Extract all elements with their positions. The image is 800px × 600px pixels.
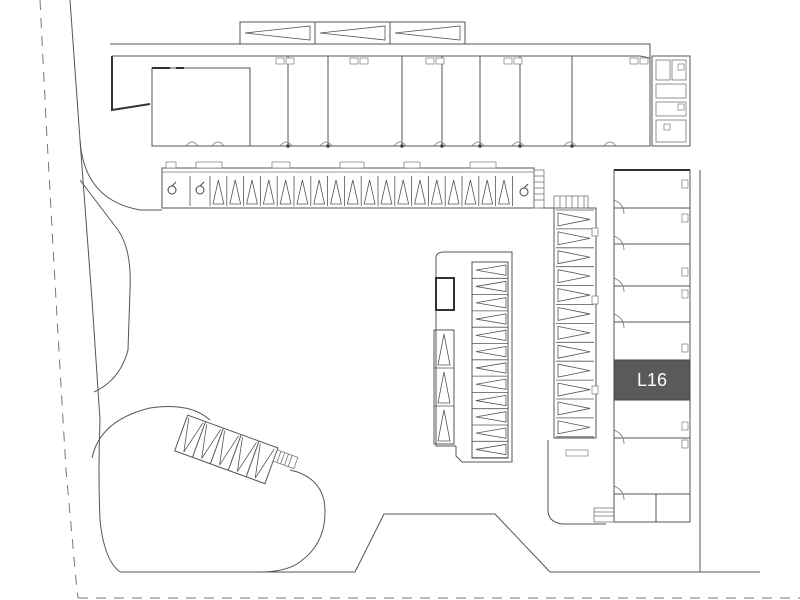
north-stairs	[533, 169, 545, 209]
parking-stall	[557, 269, 591, 284]
parking-stall	[279, 179, 292, 205]
parking-stall	[475, 346, 507, 358]
parking-stall	[437, 371, 451, 404]
parking-stall	[475, 297, 507, 309]
parking-stall	[380, 179, 393, 205]
parking-stall	[475, 280, 507, 293]
parking-stall	[437, 409, 451, 442]
parking-stall	[557, 212, 591, 227]
parking-stall	[557, 307, 591, 321]
parking-stall	[212, 179, 225, 205]
parking-stall	[313, 179, 326, 205]
east-building-units	[613, 169, 691, 523]
parking-stall	[475, 394, 507, 407]
parking-stall	[262, 179, 275, 205]
parking-stall	[464, 179, 477, 205]
parking-stall	[481, 179, 494, 205]
parking-stall	[229, 179, 242, 205]
parking-stall	[296, 179, 309, 205]
parking-stall	[397, 179, 410, 205]
north-parking-row	[161, 161, 545, 209]
unit-l16-highlight[interactable]: L16	[613, 359, 691, 401]
accessible-parking-icon	[167, 181, 177, 195]
parking-stall	[475, 329, 507, 341]
parking-stall	[475, 411, 507, 423]
parking-stall	[557, 325, 591, 340]
parking-stall	[498, 179, 510, 205]
parking-stall	[557, 420, 591, 435]
parking-stall	[363, 179, 376, 205]
parking-stall	[330, 179, 342, 205]
north-building-row	[111, 55, 651, 148]
parking-stall	[430, 179, 443, 205]
parking-stall	[246, 179, 258, 205]
southwest-angled-parking	[91, 406, 326, 573]
parking-stall	[437, 333, 451, 366]
lot-outline	[79, 43, 760, 573]
parking-stall	[447, 179, 460, 205]
parking-stall	[475, 427, 507, 439]
parking-stall	[346, 179, 359, 205]
street-curbs	[69, 0, 131, 573]
parking-stall	[475, 443, 507, 456]
parking-stall	[557, 363, 591, 378]
central-parking-island	[433, 251, 513, 463]
parking-stall	[475, 313, 507, 325]
parking-stall	[557, 231, 591, 246]
east-parking-column	[547, 195, 615, 525]
parking-stall	[475, 378, 507, 390]
top-ramp-stalls	[239, 21, 466, 45]
service-core	[651, 55, 691, 147]
parking-stall	[557, 382, 591, 397]
parking-stall	[475, 362, 507, 374]
unit-l16-label: L16	[637, 370, 667, 390]
parking-stall	[414, 179, 426, 205]
parking-stall	[557, 344, 591, 359]
property-boundary	[39, 0, 800, 599]
accessible-parking-icon	[195, 181, 205, 195]
east-stairs	[553, 195, 589, 209]
parking-stall	[475, 264, 507, 276]
parking-stall	[557, 250, 591, 265]
parking-stall	[557, 288, 591, 302]
parking-stall	[557, 401, 591, 416]
southeast-stairs	[593, 507, 615, 523]
accessible-parking-icon	[519, 183, 529, 197]
south-entrance-island	[354, 513, 551, 573]
